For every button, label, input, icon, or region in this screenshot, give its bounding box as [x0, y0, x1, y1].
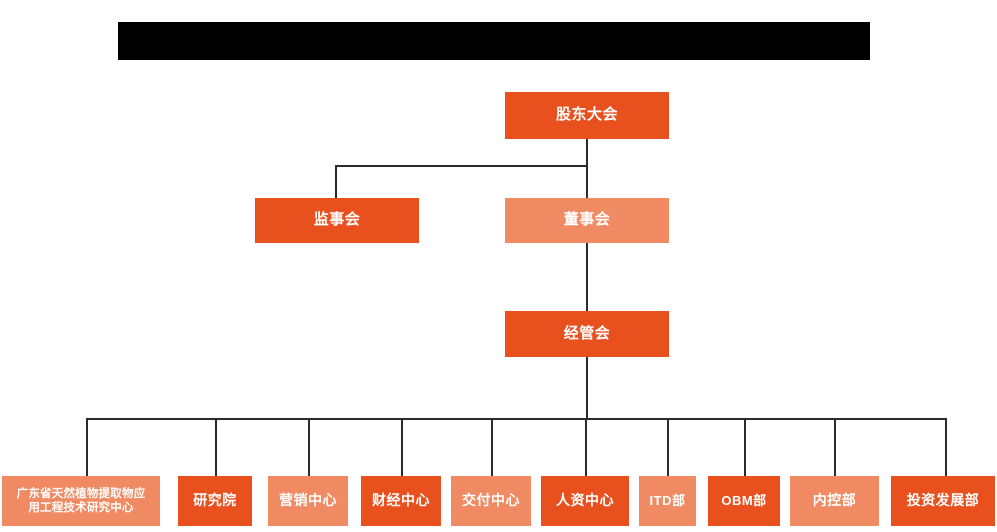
connector-directors-to-management [586, 243, 588, 311]
org-node-shareholders[interactable]: 股东大会 [505, 92, 669, 139]
org-node-itd-dept[interactable]: ITD部 [639, 476, 696, 526]
connector-directors-drop [586, 165, 588, 198]
connector-drop-itd-dept [667, 418, 669, 476]
org-node-management[interactable]: 经管会 [505, 311, 669, 357]
connector-departments-bus [86, 418, 946, 420]
connector-drop-research-institute [215, 418, 217, 476]
connector-level2-bus [336, 165, 588, 167]
org-node-marketing-center[interactable]: 营销中心 [268, 476, 348, 526]
connector-drop-hr-center [585, 418, 587, 476]
org-node-delivery-center[interactable]: 交付中心 [451, 476, 531, 526]
org-node-hr-center[interactable]: 人资中心 [541, 476, 629, 526]
title-redaction-bar [118, 22, 870, 60]
label-line-1: 广东省天然植物提取物应 [16, 487, 146, 500]
connector-drop-internal-control-dept [834, 418, 836, 476]
connector-drop-finance-center [401, 418, 403, 476]
connector-drop-marketing-center [308, 418, 310, 476]
connector-drop-delivery-center [491, 418, 493, 476]
connector-shareholders-stem [586, 139, 588, 167]
org-node-internal-control-dept[interactable]: 内控部 [790, 476, 879, 526]
org-node-research-institute[interactable]: 研究院 [178, 476, 252, 526]
connector-drop-obm-dept [744, 418, 746, 476]
connector-drop-eng-research-center [86, 418, 88, 476]
org-node-investment-development-dept[interactable]: 投资发展部 [891, 476, 995, 526]
connector-management-stem [586, 357, 588, 419]
connector-drop-investment-development-dept [945, 418, 947, 476]
label-line-2: 用工程技术研究中心 [28, 502, 134, 514]
org-node-label: 广东省天然植物提取物应 用工程技术研究中心 [17, 487, 146, 516]
org-node-directors[interactable]: 董事会 [505, 198, 669, 243]
org-node-finance-center[interactable]: 财经中心 [361, 476, 441, 526]
org-node-supervisors[interactable]: 监事会 [255, 198, 419, 243]
org-node-eng-research-center[interactable]: 广东省天然植物提取物应 用工程技术研究中心 [2, 476, 160, 526]
connector-supervisors-drop [335, 165, 337, 198]
org-node-obm-dept[interactable]: OBM部 [708, 476, 780, 526]
